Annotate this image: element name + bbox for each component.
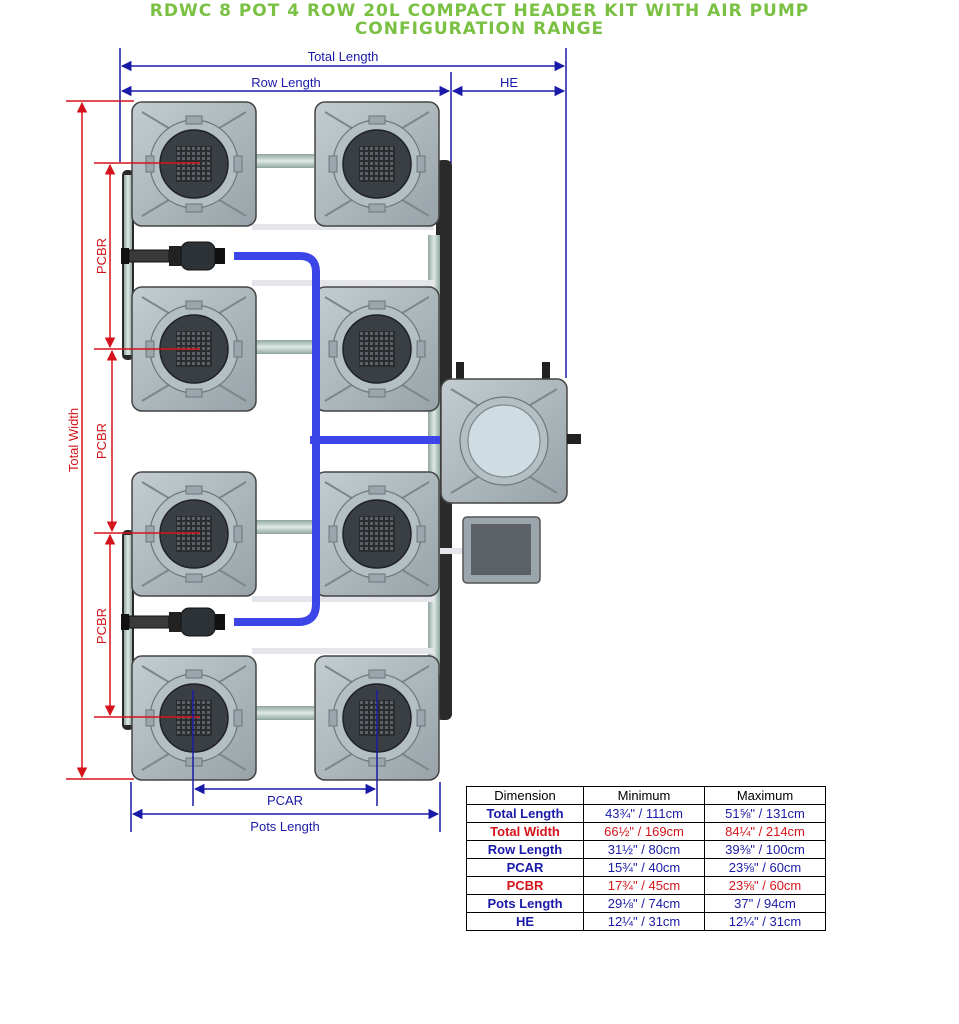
pcar-label: PCAR (267, 793, 303, 808)
pcbr-label-3: PCBR (94, 608, 109, 644)
dimension-cell: Row Length (466, 840, 584, 859)
pot-row2-right (314, 286, 440, 412)
total-length-dimension: Total Length (119, 48, 567, 378)
maximum-cell: 84¼" / 214cm (704, 822, 826, 841)
maximum-cell: 12¼" / 31cm (704, 912, 826, 931)
maximum-cell: 37" / 94cm (704, 894, 826, 913)
table-header-row: Dimension Minimum Maximum (466, 786, 826, 805)
header-dimension: Dimension (466, 786, 584, 805)
minimum-cell: 15¾" / 40cm (583, 858, 705, 877)
maximum-cell: 51⅝" / 131cm (704, 804, 826, 823)
minimum-cell: 17¾" / 45cm (583, 876, 705, 895)
pot-row3-right (314, 471, 440, 597)
title-line-2: CONFIGURATION RANGE (354, 19, 605, 39)
row-length-dimension: Row Length (120, 72, 452, 168)
dimension-cell: Total Width (466, 822, 584, 841)
dimension-cell: PCBR (466, 876, 584, 895)
header-maximum: Maximum (704, 786, 826, 805)
airstone-upper (120, 241, 226, 271)
header-tank (440, 362, 581, 504)
pot-row1-left (131, 101, 257, 227)
pot-row4-left (131, 655, 257, 781)
dimension-cell: Total Length (466, 804, 584, 823)
maximum-cell: 39⅜" / 100cm (704, 840, 826, 859)
pot-row3-left (131, 471, 257, 597)
pcbr-dimension-2: PCBR (94, 349, 200, 534)
total-width-dimension: Total Width (66, 100, 134, 780)
he-label: HE (500, 75, 518, 90)
page-title: RDWC 8 POT 4 ROW 20L COMPACT HEADER KIT … (0, 2, 959, 38)
pots-length-dimension: Pots Length (130, 782, 441, 834)
dimension-cell: PCAR (466, 858, 584, 877)
dimension-cell: HE (466, 912, 584, 931)
total-width-label: Total Width (66, 408, 81, 472)
he-dimension: HE (451, 75, 566, 97)
header-minimum: Minimum (583, 786, 705, 805)
pots-length-label: Pots Length (250, 819, 319, 834)
pcar-dimension: PCAR (192, 690, 378, 808)
air-lines (234, 252, 320, 626)
minimum-cell: 66½" / 169cm (583, 822, 705, 841)
pcbr-dimension-3: PCBR (94, 533, 200, 718)
pot-row1-right (314, 101, 440, 227)
airstone-lower (120, 607, 226, 637)
row-length-label: Row Length (251, 75, 320, 90)
air-pump (462, 516, 541, 584)
maximum-cell: 23⅝" / 60cm (704, 876, 826, 895)
manifold-pipes (122, 154, 464, 730)
title-line-1: RDWC 8 POT 4 ROW 20L COMPACT HEADER KIT … (149, 1, 810, 21)
minimum-cell: 29⅛" / 74cm (583, 894, 705, 913)
minimum-cell: 31½" / 80cm (583, 840, 705, 859)
pcbr-label-1: PCBR (94, 238, 109, 274)
pcbr-label-2: PCBR (94, 423, 109, 459)
maximum-cell: 23⅝" / 60cm (704, 858, 826, 877)
dimension-cell: Pots Length (466, 894, 584, 913)
minimum-cell: 43¾" / 111cm (583, 804, 705, 823)
total-length-label: Total Length (308, 49, 379, 64)
minimum-cell: 12¼" / 31cm (583, 912, 705, 931)
pcbr-dimension-1: PCBR (94, 162, 200, 350)
